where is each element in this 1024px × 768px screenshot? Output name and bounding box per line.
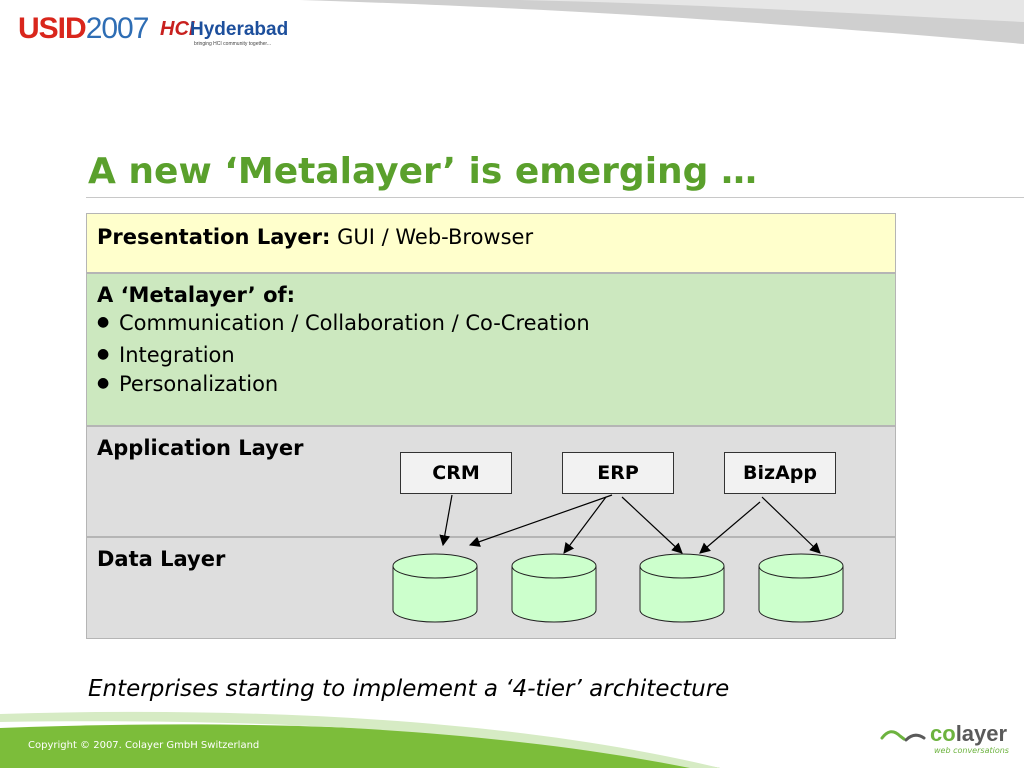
usid-logo-year: 2007 <box>85 12 150 45</box>
hci-logo-tagline: bringing HCI community together... <box>194 41 271 47</box>
crm-box: CRM <box>400 452 512 494</box>
database-cylinder-icon <box>392 553 478 623</box>
erp-box: ERP <box>562 452 674 494</box>
header-swoosh <box>300 0 1024 44</box>
database-cylinder-icon <box>511 553 597 623</box>
data-layer-label: Data Layer <box>97 546 225 572</box>
data-layer-label-text: Data Layer <box>97 547 226 571</box>
presentation-layer-value: GUI / Web-Browser <box>337 225 534 249</box>
metalayer-label-text: A ‘Metalayer’ of: <box>97 283 296 307</box>
slide-caption: Enterprises starting to implement a ‘4-t… <box>88 676 730 702</box>
presentation-layer-label: Presentation Layer: <box>97 225 331 249</box>
database-cylinder-icon <box>639 553 725 623</box>
hci-logo-mark: HCI <box>160 18 195 40</box>
title-divider <box>86 197 1024 198</box>
metalayer-item: ● Communication / Collaboration / Co-Crea… <box>97 310 590 337</box>
metalayer-item: ● Personalization <box>97 371 278 398</box>
slide-title: A new ‘Metalayer’ is emerging … <box>88 151 757 192</box>
presentation-layer-text: Presentation Layer: GUI / Web-Browser <box>97 224 533 250</box>
application-layer-label: Application Layer <box>97 435 303 461</box>
metalayer-item: ● Integration <box>97 342 235 369</box>
connector-arrows <box>439 494 821 554</box>
metalayer-item-label: Integration <box>119 343 235 367</box>
hci-logo-name: Hyderabad <box>190 19 289 40</box>
metalayer-item-label: Personalization <box>119 372 279 396</box>
colayer-tagline: web conversations <box>934 746 1009 755</box>
bullet-icon: ● <box>97 346 110 362</box>
database-cylinder-icon <box>758 553 844 623</box>
colayer-wordmark: colayer <box>930 722 1007 746</box>
colayer-mark-icon <box>880 730 926 742</box>
metalayer-label: A ‘Metalayer’ of: <box>97 282 295 308</box>
usid-logo-text: USID <box>18 12 87 45</box>
colayer-wordmark-b: layer <box>955 721 1008 746</box>
metalayer: A ‘Metalayer’ of: ● Communication / Colla… <box>86 273 896 426</box>
bizapp-box: BizApp <box>724 452 836 494</box>
bullet-icon: ● <box>97 314 110 330</box>
usid-logo: USID2007 <box>18 12 150 46</box>
metalayer-item-label: Communication / Collaboration / Co-Creat… <box>119 311 590 335</box>
footer-swoosh <box>0 711 720 768</box>
bullet-icon: ● <box>97 375 110 391</box>
copyright-text: Copyright © 2007. Colayer GmbH Switzerla… <box>28 740 260 751</box>
application-layer-label-text: Application Layer <box>97 436 304 460</box>
colayer-wordmark-a: co <box>930 721 956 746</box>
presentation-layer: Presentation Layer: GUI / Web-Browser <box>86 213 896 273</box>
